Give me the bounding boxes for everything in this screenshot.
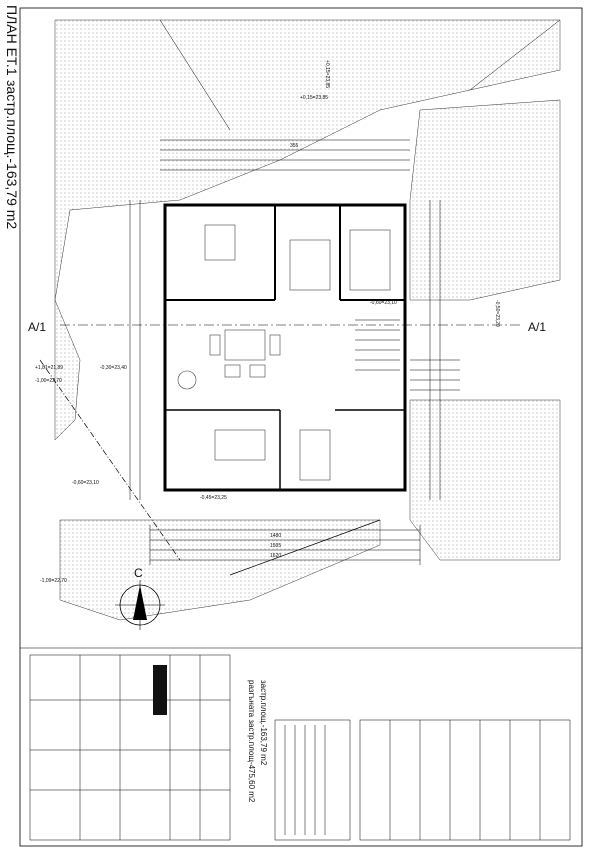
terrain-hatch-right [409, 99, 561, 301]
terrain-hatch-left [54, 299, 81, 441]
section-mark-left: A/1 [28, 320, 47, 334]
level-mark: +0,15=23,85 [300, 95, 329, 101]
gross-area: разгъната застр.площ-475,60 m2 [247, 680, 256, 803]
title-block [29, 654, 231, 841]
terrain-hatch-bottom [59, 519, 381, 621]
level-mark: -0,45=23,25 [200, 495, 227, 501]
level-mark: -1,00=22,70 [35, 378, 62, 384]
level-mark: -0,60=23,10 [72, 480, 99, 486]
notes-block [274, 719, 351, 841]
dimension-chain [149, 525, 421, 565]
dimension-value: 1505 [270, 543, 282, 549]
area-summary: застр.площ.-163,79 m2 [259, 680, 268, 766]
house-outline [163, 203, 407, 492]
dimension-value: 1480 [270, 533, 282, 539]
level-mark: -0,50=23,20 [494, 300, 500, 327]
sheet-title: ПЛАН ЕТ.1 [4, 5, 20, 76]
terrain-hatch-right-bottom [409, 399, 561, 561]
level-mark: -1,09=22,70 [40, 578, 67, 584]
north-arrow-icon [115, 580, 165, 630]
furniture [177, 224, 391, 481]
level-mark: +0,15=23,85 [324, 60, 330, 89]
north-label: C [134, 566, 143, 580]
stairs [355, 319, 460, 391]
room-schedule-table [359, 719, 571, 841]
section-mark-right: A/1 [528, 320, 547, 334]
dimension-value: 355 [290, 143, 299, 149]
level-mark: +1,81=21,89 [35, 365, 64, 371]
level-mark: -0,60=23,10 [370, 300, 397, 306]
dimension-value: 1620 [270, 553, 282, 559]
built-area-label: застр.площ.-163,79 m2 [4, 80, 20, 230]
company-logo [153, 665, 167, 715]
terrain-hatch-top [54, 19, 561, 301]
level-mark: -0,30=23,40 [100, 365, 127, 371]
